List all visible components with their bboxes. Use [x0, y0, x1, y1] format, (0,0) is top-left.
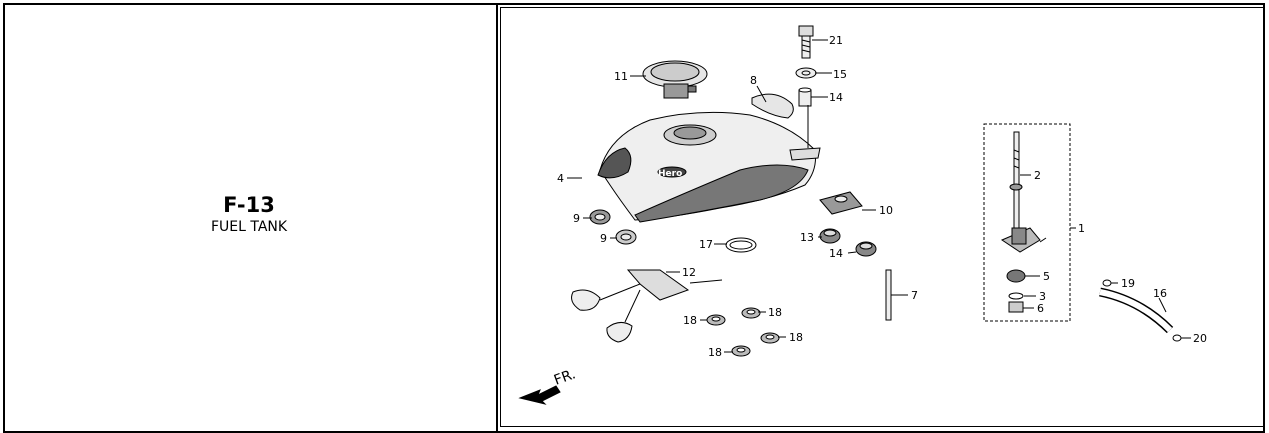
front-direction-label: FR. [552, 366, 578, 388]
part-15-collar [798, 87, 812, 107]
callout-4: 4 [557, 172, 564, 185]
part-16-washer [795, 67, 817, 79]
part-5-strainer [1006, 269, 1026, 283]
callout-1: 1 [1078, 222, 1085, 235]
callout-15: 14 [829, 91, 843, 104]
front-arrow-icon [518, 385, 561, 405]
part-14-damper-lower [855, 241, 877, 257]
callout-18-b: 18 [768, 306, 782, 319]
part-13-fuel-gauge-unit [571, 269, 723, 343]
callout-5: 5 [1043, 270, 1050, 283]
panel-divider [496, 3, 498, 433]
hero-brand-mark: Hero [658, 169, 682, 179]
part-19-clip [1102, 279, 1112, 287]
part-1-assembly-box [983, 123, 1071, 322]
leader-lines [567, 39, 1191, 353]
callout-14-upper: 13 [800, 231, 814, 244]
callout-8: 8 [750, 74, 757, 87]
part-17-o-ring [725, 237, 757, 253]
callout-18-a: 18 [683, 314, 697, 327]
figure-title: FUEL TANK [210, 219, 288, 235]
callout-19: 19 [1121, 277, 1135, 290]
part-7-rod [885, 269, 892, 321]
callout-18-d: 18 [708, 346, 722, 359]
part-1-fuel-cock [1000, 131, 1047, 253]
callout-17: 17 [699, 238, 713, 251]
part-18-nut-a [706, 314, 726, 326]
callout-13: 12 [682, 266, 696, 279]
part-18-nut-c [760, 332, 780, 344]
part-6-cup [1008, 301, 1024, 313]
part-18-nut-d [731, 345, 751, 357]
callout-9-upper: 9 [573, 212, 580, 225]
part-12-fuel-hose [1099, 287, 1174, 334]
callout-20: 20 [1193, 332, 1207, 345]
callout-7: 7 [911, 289, 918, 302]
callout-2: 2 [1034, 169, 1041, 182]
callout-21: 21 [829, 34, 843, 47]
part-9-grommet-lower [615, 229, 637, 245]
callout-3: 3 [1039, 290, 1046, 303]
callout-10: 10 [879, 204, 893, 217]
part-3-o-ring [1008, 292, 1024, 300]
part-4-fuel-tank [597, 111, 821, 223]
callout-9-lower: 9 [600, 232, 607, 245]
callout-6: 6 [1037, 302, 1044, 315]
figure-code: F-13 [223, 193, 275, 217]
callout-18-c: 18 [789, 331, 803, 344]
part-20-clip [1172, 334, 1182, 342]
callout-12: 16 [1153, 287, 1167, 300]
part-21-bolt [798, 25, 814, 59]
part-10-rubber-mount [819, 191, 863, 215]
part-11-fuel-cap [642, 60, 708, 99]
part-8-pad [751, 93, 794, 119]
callout-14-lower: 14 [829, 247, 843, 260]
part-9-grommet-upper [589, 209, 611, 225]
part-14-damper-upper [819, 228, 841, 244]
callout-11: 11 [614, 70, 628, 83]
part-18-nut-b [741, 307, 761, 319]
callout-labels: 21 15 14 11 8 4 9 9 10 17 13 14 12 7 18 … [557, 34, 1207, 359]
callout-16: 15 [833, 68, 847, 81]
